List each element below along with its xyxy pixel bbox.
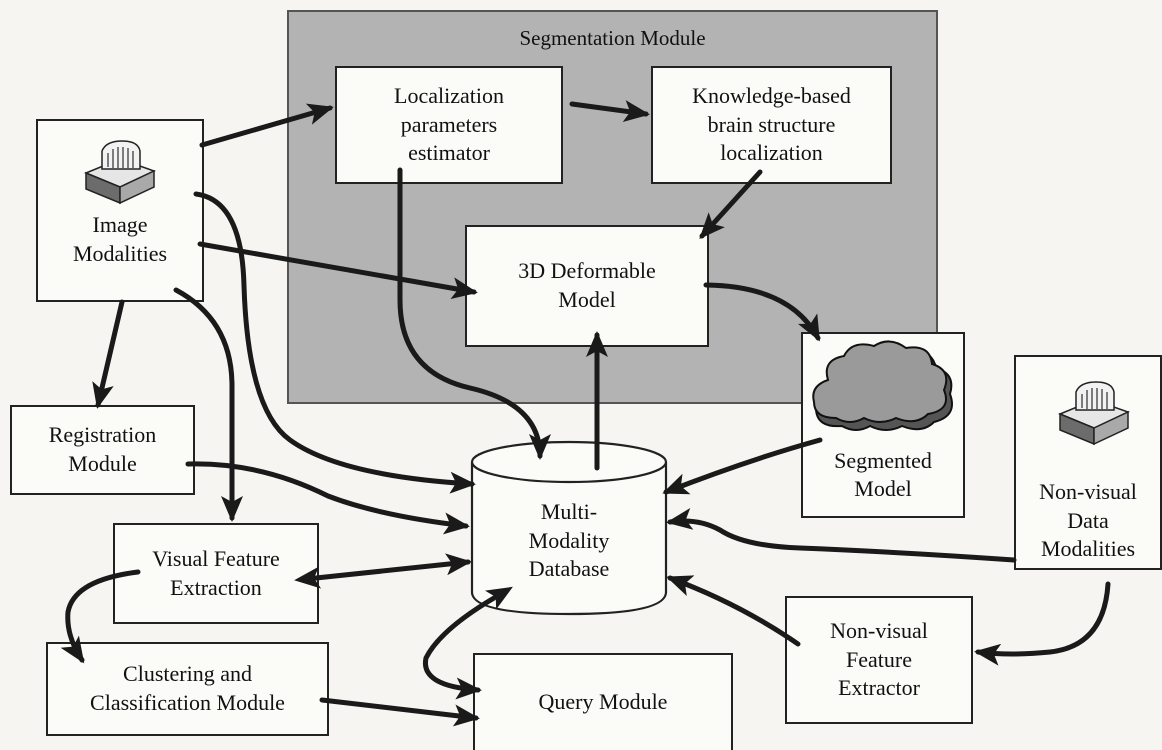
registration-module-label-1: Registration <box>48 422 157 448</box>
non-visual-data-modalities-label-2: Data <box>1067 507 1109 533</box>
knowledge-localization-box: Knowledge-based brain structure localiza… <box>651 66 892 184</box>
database-label-3: Database <box>528 556 610 582</box>
segmented-model-label-1: Segmented <box>834 447 932 473</box>
visual-feature-extraction-label-2: Extraction <box>170 574 262 600</box>
arrow-clustering-to-query <box>319 697 480 727</box>
deformable-model-label-2: Model <box>558 287 616 312</box>
knowledge-localization-label-3: localization <box>720 140 823 166</box>
image-modalities-label-1: Image <box>92 212 148 237</box>
arrow-nonvisual-extractor-to-database <box>666 575 801 647</box>
arrow-image-to-registration <box>92 299 125 409</box>
registration-module-label-2: Module <box>68 451 137 476</box>
image-modalities-label-2: Modalities <box>72 240 168 266</box>
database-label-1: Multi- <box>540 499 598 524</box>
multi-modality-database: Multi- Modality Database <box>470 440 668 616</box>
query-module-label: Query Module <box>538 689 668 715</box>
localization-estimator-label-3: estimator <box>408 140 490 166</box>
non-visual-data-modalities-label-1: Non-visual <box>1039 479 1137 505</box>
clustering-module-label-2: Classification Module <box>90 690 285 715</box>
query-module-box: Query Module <box>473 653 733 750</box>
image-modalities-box: Image Modalities <box>36 119 204 302</box>
non-visual-feature-extractor-label-1: Non-visual <box>830 618 928 644</box>
non-visual-data-modalities-label-3: Modalities <box>1040 536 1136 562</box>
clustering-module-box: Clustering and Classification Module <box>46 642 329 736</box>
segmentation-module-title: Segmentation Module <box>519 26 706 50</box>
arrow-nonvisual-data-to-database <box>666 508 1017 563</box>
database-label-2: Modality <box>528 527 610 553</box>
localization-estimator-label-2: parameters <box>400 111 498 137</box>
visual-feature-extraction-box: Visual Feature Extraction <box>113 523 319 624</box>
deformable-model-label-1: 3D Deformable <box>518 258 656 284</box>
deformable-model-box: 3D Deformable Model <box>465 225 709 347</box>
knowledge-localization-label-1: Knowledge-based <box>692 83 851 109</box>
scanner-icon <box>1058 381 1130 446</box>
database-label: Multi- Modality Database <box>470 498 668 584</box>
localization-estimator-box: Localization parameters estimator <box>335 66 563 184</box>
arrow-segmented-to-database <box>662 437 823 495</box>
segmented-model-label-2: Model <box>854 476 912 502</box>
knowledge-localization-label-2: brain structure <box>707 111 836 137</box>
clustering-module-label-1: Clustering and <box>123 661 252 687</box>
arrow-visual-feature-database <box>294 553 472 589</box>
non-visual-feature-extractor-label-2: Feature <box>846 646 912 672</box>
arrow-registration-to-database <box>185 461 470 535</box>
scanner-icon <box>84 140 156 205</box>
non-visual-feature-extractor-label-3: Extractor <box>838 675 920 701</box>
arrow-nonvisual-data-to-extractor <box>974 581 1111 666</box>
cloud-icon <box>812 340 953 431</box>
non-visual-feature-extractor-box: Non-visual Feature Extractor <box>785 596 973 724</box>
visual-feature-extraction-label-1: Visual Feature <box>152 545 280 571</box>
localization-estimator-label-1: Localization <box>394 83 504 109</box>
registration-module-box: Registration Module <box>10 405 195 495</box>
